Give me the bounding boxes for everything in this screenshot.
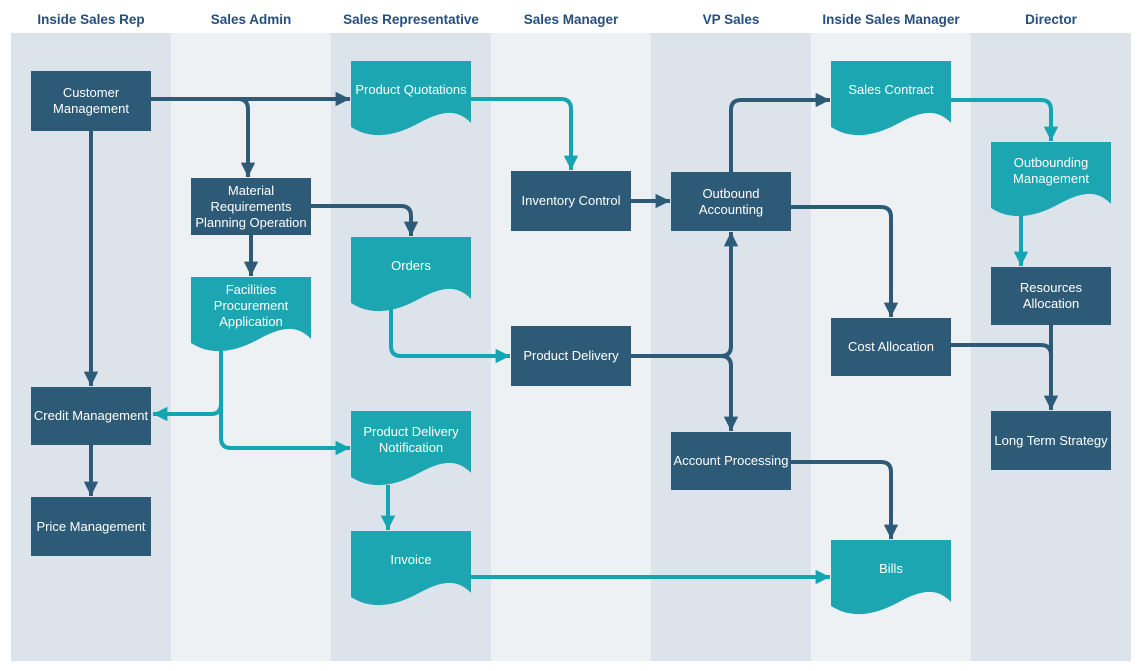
node-orders[interactable]: Orders xyxy=(351,237,471,315)
edge-product-delivery-account-processing[interactable] xyxy=(631,354,739,431)
node-label: Sales Contract xyxy=(848,82,934,97)
edge-customer-management-material-requirements[interactable] xyxy=(151,97,256,177)
edge-facilities-procurement-product-delivery-notification[interactable] xyxy=(219,350,350,456)
node-label: Customer Management xyxy=(53,85,129,116)
node-label: Outbound Accounting xyxy=(698,185,764,217)
node-label: Invoice xyxy=(390,552,432,567)
lane-header-sales-admin: Sales Admin xyxy=(210,12,292,27)
node-invoice[interactable]: Invoice xyxy=(351,531,471,609)
node-sales-contract[interactable]: Sales Contract xyxy=(831,61,951,139)
node-label: Account Processing xyxy=(673,453,789,468)
document-shape xyxy=(831,61,951,136)
node-label: Orders xyxy=(391,258,431,273)
edge-outbound-accounting-sales-contract[interactable] xyxy=(729,92,830,172)
node-label: Product Delivery xyxy=(523,348,619,363)
node-label: Bills xyxy=(879,561,903,576)
lane-header-vp-sales: VP Sales xyxy=(702,12,760,27)
node-label: Inventory Control xyxy=(521,193,621,208)
edge-account-processing-bills[interactable] xyxy=(791,460,899,539)
node-bills[interactable]: Bills xyxy=(831,540,951,618)
node-inventory-control[interactable]: Inventory Control xyxy=(511,171,631,231)
node-cost-allocation[interactable]: Cost Allocation xyxy=(831,318,951,376)
node-label: Resources Allocation xyxy=(1019,280,1083,311)
node-label: Facilities Procurement Application xyxy=(213,282,289,329)
node-long-term-strategy[interactable]: Long Term Strategy xyxy=(991,411,1111,470)
node-customer-management[interactable]: Customer Management xyxy=(31,71,151,131)
document-shape xyxy=(351,411,471,486)
document-shape xyxy=(351,237,471,312)
node-account-processing[interactable]: Account Processing xyxy=(671,432,791,490)
edge-material-requirements-orders[interactable] xyxy=(311,204,419,236)
node-product-delivery[interactable]: Product Delivery xyxy=(511,326,631,386)
edge-product-quotations-inventory-control[interactable] xyxy=(471,97,579,170)
edge-orders-product-delivery[interactable] xyxy=(389,308,510,364)
node-label: Long Term Strategy xyxy=(994,432,1108,448)
node-label: Outbounding Management xyxy=(1013,155,1089,186)
node-material-requirements[interactable]: Material Requirements Planning Operation xyxy=(191,178,311,235)
node-product-delivery-notification[interactable]: Product Delivery Notification xyxy=(351,411,471,489)
node-label: Price Management xyxy=(36,518,146,534)
document-shape xyxy=(351,531,471,606)
node-product-quotations[interactable]: Product Quotations xyxy=(351,61,471,139)
node-price-management[interactable]: Price Management xyxy=(31,497,151,556)
node-label: Product Delivery Notification xyxy=(363,424,459,455)
node-outbound-accounting[interactable]: Outbound Accounting xyxy=(671,172,791,231)
document-shape xyxy=(351,61,471,136)
document-shape xyxy=(831,540,951,615)
node-label: Cost Allocation xyxy=(848,339,934,354)
lane-header-director: Director xyxy=(1025,12,1077,27)
edge-sales-contract-outbounding-management[interactable] xyxy=(951,98,1059,141)
lane-header-sales-manager: Sales Manager xyxy=(523,12,619,27)
lane-header-inside-sales-rep: Inside Sales Rep xyxy=(37,12,145,27)
node-resources-allocation[interactable]: Resources Allocation xyxy=(991,267,1111,325)
lane-header-inside-sales-manager: Inside Sales Manager xyxy=(822,12,960,27)
node-facilities-procurement[interactable]: Facilities Procurement Application xyxy=(191,277,311,355)
node-outbounding-management[interactable]: Outbounding Management xyxy=(991,142,1111,220)
lane-header-sales-representative: Sales Representative xyxy=(343,12,479,27)
edge-outbound-accounting-cost-allocation[interactable] xyxy=(791,205,899,317)
node-label: Credit Management xyxy=(33,408,149,423)
node-credit-management[interactable]: Credit Management xyxy=(31,387,151,445)
document-shape xyxy=(191,277,311,352)
edge-facilities-procurement-credit-management[interactable] xyxy=(153,403,223,422)
document-shape xyxy=(991,142,1111,217)
node-label: Product Quotations xyxy=(355,82,467,97)
lane-sales-admin xyxy=(171,33,331,661)
node-label: Material Requirements Planning Operation xyxy=(195,182,307,230)
